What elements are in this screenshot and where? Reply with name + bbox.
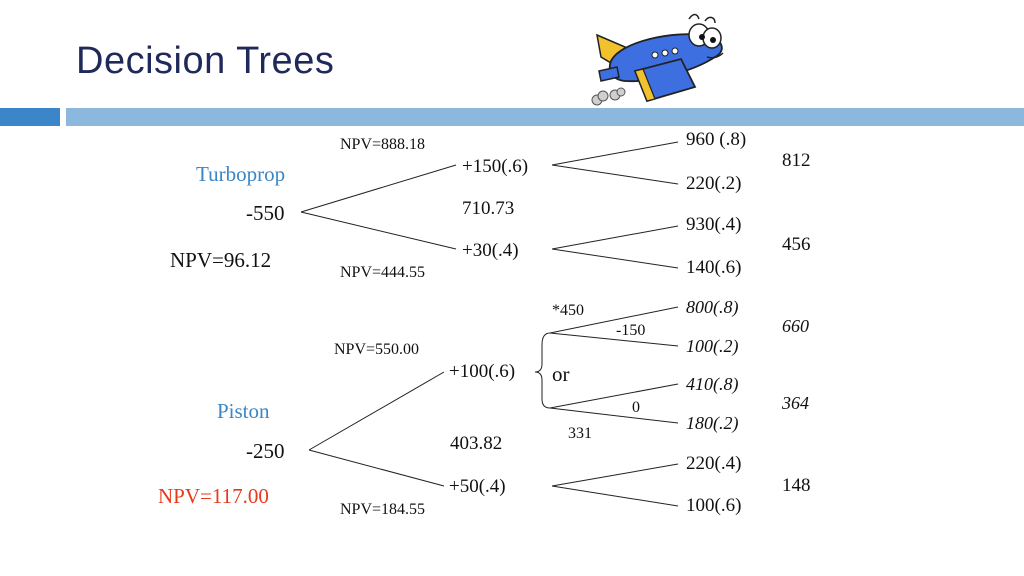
piston-expected-value: 660 (782, 316, 809, 336)
turboprop-low-outcome-1 (551, 225, 679, 250)
piston-expected: 403.82 (450, 433, 503, 454)
turboprop-high-outcome-1 (551, 141, 679, 166)
turboprop-label: Turboprop (196, 162, 286, 186)
piston-choice-b-value: 331 (568, 425, 592, 442)
piston-b-outcome-2 (549, 407, 679, 424)
turboprop-outcome: 960 (.8) (686, 129, 747, 150)
piston-outcome: 220(.4) (686, 453, 742, 474)
turboprop-outcome: 140(.6) (686, 257, 742, 278)
piston-npv: NPV=117.00 (158, 484, 269, 508)
piston-b-outcome-1 (549, 383, 679, 409)
piston-outcome: 180(.2) (686, 413, 739, 433)
title-band-accent (0, 108, 60, 126)
turboprop-high-label: +150(.6) (462, 156, 529, 177)
piston-a-outcome-1 (549, 306, 679, 334)
piston-choice-brace (534, 332, 551, 409)
cartoon-airplane-icon (591, 13, 724, 106)
piston-branch-high (308, 371, 445, 451)
turboprop-cost: -550 (246, 201, 285, 225)
piston-low-outcome-1 (551, 463, 679, 487)
piston-low-label: +50(.4) (449, 476, 506, 497)
piston-expected-value: 364 (782, 393, 809, 413)
piston-choice-b-cost: 0 (632, 399, 640, 416)
turboprop-outcome: 930(.4) (686, 214, 742, 235)
piston-high-npv: NPV=550.00 (334, 341, 420, 358)
piston-branch-low (308, 449, 445, 487)
piston-high-label: +100(.6) (449, 361, 516, 382)
piston-outcome: 410(.8) (686, 374, 739, 394)
turboprop-expected: 710.73 (462, 198, 515, 219)
turboprop-branch-low (300, 211, 457, 250)
piston-outcome: 800(.8) (686, 297, 739, 317)
piston-choice-or: or (552, 362, 570, 386)
turboprop-low-label: +30(.4) (462, 240, 519, 261)
piston-low-outcome-2 (551, 485, 679, 507)
turboprop-high-outcome-2 (551, 164, 679, 185)
turboprop-expected-value: 456 (782, 234, 811, 255)
piston-label: Piston (217, 399, 270, 423)
piston-expected-value: 148 (782, 475, 811, 496)
turboprop-low-npv: NPV=444.55 (340, 264, 426, 281)
piston-outcome: 100(.6) (686, 495, 742, 516)
turboprop-npv: NPV=96.12 (170, 248, 272, 272)
page-title: Decision Trees (76, 40, 335, 82)
piston-choice-a-cost: -150 (616, 322, 646, 339)
piston-outcome: 100(.2) (686, 336, 739, 356)
piston-low-npv: NPV=184.55 (340, 501, 426, 518)
turboprop-high-npv: NPV=888.18 (340, 136, 426, 153)
title-band (66, 108, 1024, 126)
turboprop-branch-high (300, 164, 457, 213)
turboprop-expected-value: 812 (782, 150, 811, 171)
turboprop-outcome: 220(.2) (686, 173, 742, 194)
turboprop-low-outcome-2 (551, 248, 679, 269)
piston-cost: -250 (246, 439, 285, 463)
piston-a-outcome-2 (549, 332, 679, 347)
piston-choice-a-value: *450 (552, 302, 584, 319)
